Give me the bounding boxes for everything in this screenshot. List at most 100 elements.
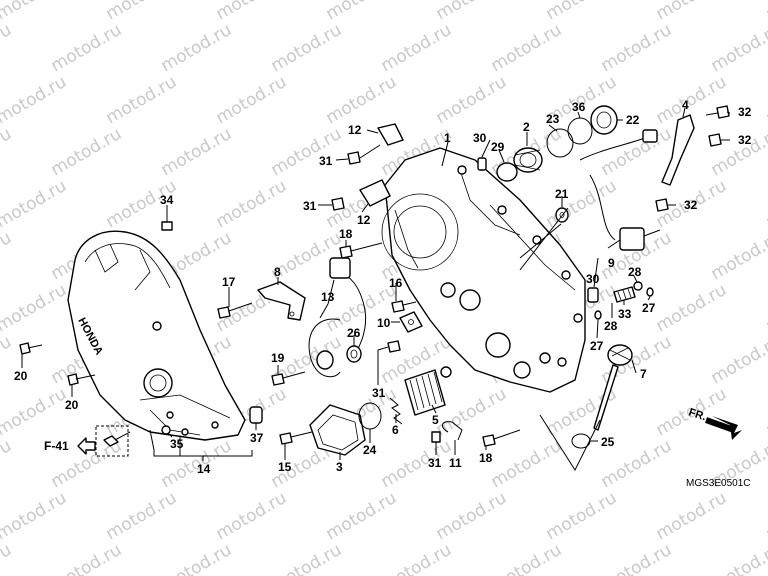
watermark-text: motod.ru: [378, 540, 456, 576]
watermark-text: motod.ru: [763, 384, 768, 440]
callout-6: 6: [392, 423, 399, 437]
right-crankcase-cover: [381, 147, 586, 393]
watermark-text: motod.ru: [653, 488, 731, 544]
callout-33: 31: [372, 386, 386, 400]
watermark-text: motod.ru: [488, 540, 566, 576]
watermark-text: motod.ru: [378, 436, 456, 492]
bolt-32-lower: [655, 198, 669, 212]
watermark-text: motod.ru: [708, 20, 768, 76]
callout-17: 17: [222, 275, 236, 289]
watermark-text: motod.ru: [213, 176, 291, 232]
bolt-32-upper: [705, 105, 730, 119]
bracket-12-lower: [359, 179, 391, 207]
watermark-text: motod.ru: [708, 332, 768, 388]
watermark-text: motod.ru: [488, 20, 566, 76]
bolt-32-middle: [708, 133, 722, 147]
watermark-text: motod.ru: [488, 436, 566, 492]
bolt-16: [391, 300, 417, 313]
watermark-text: motod.ru: [543, 176, 621, 232]
callout-5: 5: [432, 413, 439, 427]
watermark-text: motod.ru: [158, 540, 236, 576]
watermark-text: motod.ru: [598, 540, 676, 576]
callout-23: 23: [546, 112, 560, 126]
watermark-text: motod.ru: [0, 228, 15, 284]
watermark-text: motod.ru: [0, 280, 70, 336]
bolt-20-upper: [19, 342, 43, 355]
callout-38: 37: [250, 431, 264, 445]
watermark-text: motod.ru: [763, 280, 768, 336]
callout-2: 2: [523, 120, 530, 134]
watermark-text: motod.ru: [103, 488, 181, 544]
watermark-text: motod.ru: [213, 72, 291, 128]
watermark-text: motod.ru: [0, 124, 15, 180]
bolt-36: [161, 425, 171, 435]
callout-12-lower: 12: [357, 213, 371, 227]
callout-20-upper: 20: [14, 369, 28, 383]
watermark-text: motod.ru: [763, 176, 768, 232]
sensor-9: [579, 129, 661, 251]
callout-36: 35: [170, 437, 184, 451]
watermark-text: motod.ru: [158, 124, 236, 180]
bolt-35: [161, 210, 173, 231]
callout-28-lower: 28: [604, 319, 618, 333]
watermark-text: motod.ru: [213, 488, 291, 544]
callout-27-left: 27: [590, 339, 604, 353]
watermark-text: motod.ru: [543, 488, 621, 544]
dipstick-7: [593, 344, 633, 431]
watermark-text: motod.ru: [708, 540, 768, 576]
watermark-text: motod.ru: [433, 384, 511, 440]
watermark-text: motod.ru: [103, 72, 181, 128]
reference-label: F-41: [44, 439, 69, 453]
watermark-text: motod.ru: [0, 540, 15, 576]
bracket-12-upper: [359, 123, 404, 159]
watermark-text: motod.ru: [268, 124, 346, 180]
callout-14: 14: [197, 462, 211, 476]
callout-1: 1: [444, 131, 451, 145]
spring-6: [389, 397, 403, 425]
callout-31-middle: 31: [303, 199, 317, 213]
left-crankcase-cover: [67, 230, 246, 441]
bolt-33: [387, 340, 401, 353]
watermark-text: motod.ru: [763, 0, 768, 24]
watermark-text: motod.ru: [268, 540, 346, 576]
watermark-text: motod.ru: [0, 488, 70, 544]
front-direction-arrow: [704, 416, 742, 440]
watermark-text: motod.ru: [708, 228, 768, 284]
watermark-text: motod.ru: [48, 124, 126, 180]
bolt-31-lower: [431, 431, 441, 443]
bracket-8: [257, 281, 306, 321]
callout-20-lower: 20: [65, 398, 79, 412]
sensor-13: [308, 257, 367, 378]
bolt-15: [279, 431, 313, 445]
bolt-20-lower: [67, 373, 96, 386]
watermark-text: motod.ru: [0, 176, 70, 232]
callout-24: 24: [363, 443, 377, 457]
cover-3: [309, 404, 366, 456]
watermark-text: motod.ru: [763, 488, 768, 544]
bolt-31-upper: [347, 151, 361, 165]
callout-15: 15: [278, 460, 292, 474]
callout-30-upper: 30: [473, 131, 487, 145]
oil-filter-5: [404, 369, 446, 416]
plunger-34: [613, 286, 636, 303]
callout-31-lower: 31: [428, 456, 442, 470]
washer-27-right: [646, 287, 654, 297]
ring-37: [567, 117, 593, 145]
callout-labels: 1 2 3 4 5 6 7 8 9 10 11 12 12 13 14 15 1…: [14, 98, 752, 476]
dowel-30-upper: [477, 157, 487, 171]
watermark-text: motod.ru: [48, 20, 126, 76]
watermark-text: motod.ru: [0, 0, 70, 24]
bearing-2: [513, 147, 543, 173]
callout-13: 13: [321, 290, 335, 304]
o-ring-28-upper: [633, 281, 643, 291]
arrow-f41: [77, 437, 96, 455]
callout-32-middle: 32: [738, 133, 752, 147]
callout-26: 26: [347, 326, 361, 340]
watermark-text: motod.ru: [653, 280, 731, 336]
watermark-text: motod.ru: [0, 332, 15, 388]
bolt-19: [271, 371, 306, 386]
dowel-30-right: [587, 287, 599, 303]
callout-34: 33: [618, 307, 632, 321]
bolt-17: [217, 302, 253, 319]
